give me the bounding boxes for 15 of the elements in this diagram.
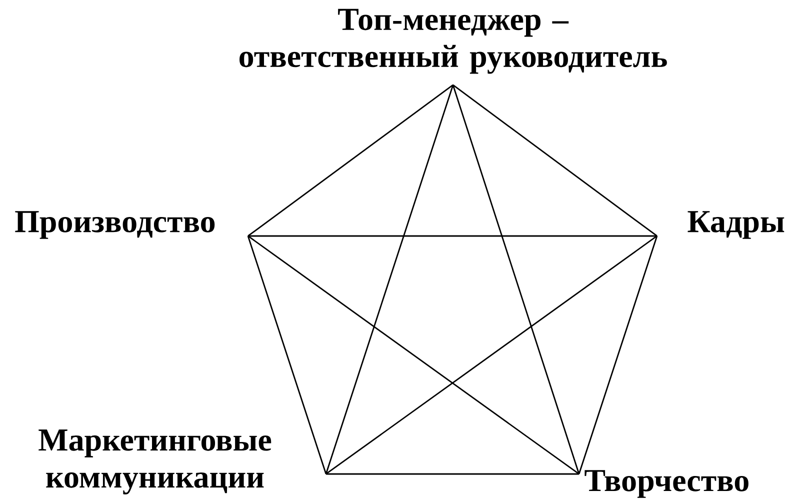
vertex-label: Производство <box>15 211 215 239</box>
vertex-label: Топ-менеджер – ответственный руководитель <box>240 8 667 74</box>
line <box>325 84 454 474</box>
line <box>578 236 658 474</box>
line <box>247 236 327 474</box>
vertex-label: Маркетинговые коммуникации <box>38 430 272 494</box>
line <box>248 235 657 237</box>
line <box>248 84 454 237</box>
vertex-label: Кадры <box>688 211 784 239</box>
vertex-label: Творчество <box>584 470 748 498</box>
line <box>248 235 580 475</box>
line <box>326 473 579 475</box>
line <box>326 235 658 475</box>
line <box>452 84 658 237</box>
line <box>452 84 580 474</box>
